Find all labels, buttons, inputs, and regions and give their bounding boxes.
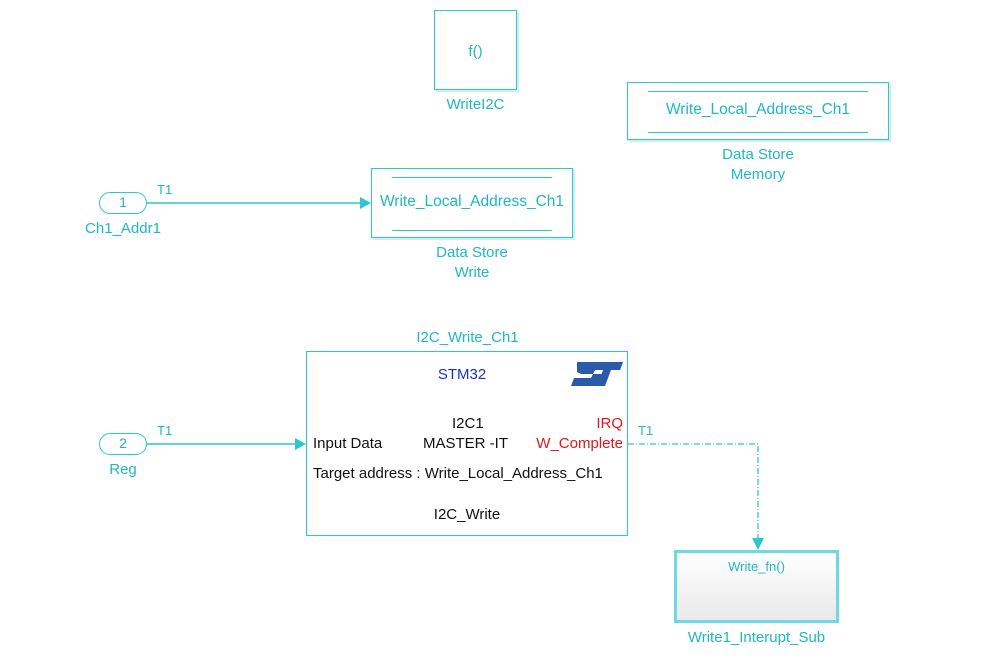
irq-label: IRQ [596,415,623,432]
subsystem-trigger-label: Write_fn() [728,559,785,574]
input-port-label: Input Data [313,435,383,452]
data-store-write-name-line2: Write [454,264,490,281]
function-call-arrow [752,538,764,550]
signal-arrow-ch1-addr [360,197,371,209]
target-address-label: Target address : Write_Local_Address_Ch1 [313,465,603,482]
i2c-write-block[interactable]: STM32 I2C1 IRQ Input Data MASTER -IT W_C… [306,351,628,536]
inport-2[interactable]: 2 [99,433,147,455]
mode-label: MASTER -IT [423,435,508,452]
data-store-memory-variable: Write_Local_Address_Ch1 [665,101,851,118]
vendor-label: STM32 [437,366,487,383]
data-store-write-name-line1: Data Store [436,244,508,261]
function-call-block-name: WriteI2C [446,96,505,113]
data-store-write-top-line [392,177,552,178]
data-store-write-bottom-line [392,230,552,231]
function-call-line[interactable] [628,443,759,538]
data-store-bottom-line [648,132,868,133]
i2c-output-signal-label: T1 [638,423,654,438]
inport-1-name: Ch1_Addr1 [85,220,161,237]
data-store-memory-name-line1: Data Store [722,146,794,163]
data-store-write-variable: Write_Local_Address_Ch1 [379,193,565,210]
data-store-memory-block[interactable]: Write_Local_Address_Ch1 [627,82,889,140]
st-logo-icon [571,362,623,386]
data-store-memory-name-line2: Memory [730,166,786,183]
irq-output-port-label: W_Complete [536,435,623,452]
subsystem-block[interactable]: Write_fn() [674,550,839,623]
function-label: I2C_Write [433,506,501,523]
inport-1[interactable]: 1 [99,192,147,214]
inport-2-signal-label: T1 [157,423,173,438]
inport-2-name: Reg [109,461,137,478]
signal-arrow-reg [295,438,306,450]
inport-1-signal-label: T1 [157,182,173,197]
data-store-top-line [648,91,868,92]
function-call-generator-block[interactable]: f() [434,10,517,90]
data-store-write-block[interactable]: Write_Local_Address_Ch1 [371,168,573,238]
peripheral-label: I2C1 [452,415,484,432]
function-call-text: f() [468,43,483,60]
i2c-block-title: I2C_Write_Ch1 [416,329,519,346]
subsystem-name: Write1_Interupt_Sub [687,629,826,646]
